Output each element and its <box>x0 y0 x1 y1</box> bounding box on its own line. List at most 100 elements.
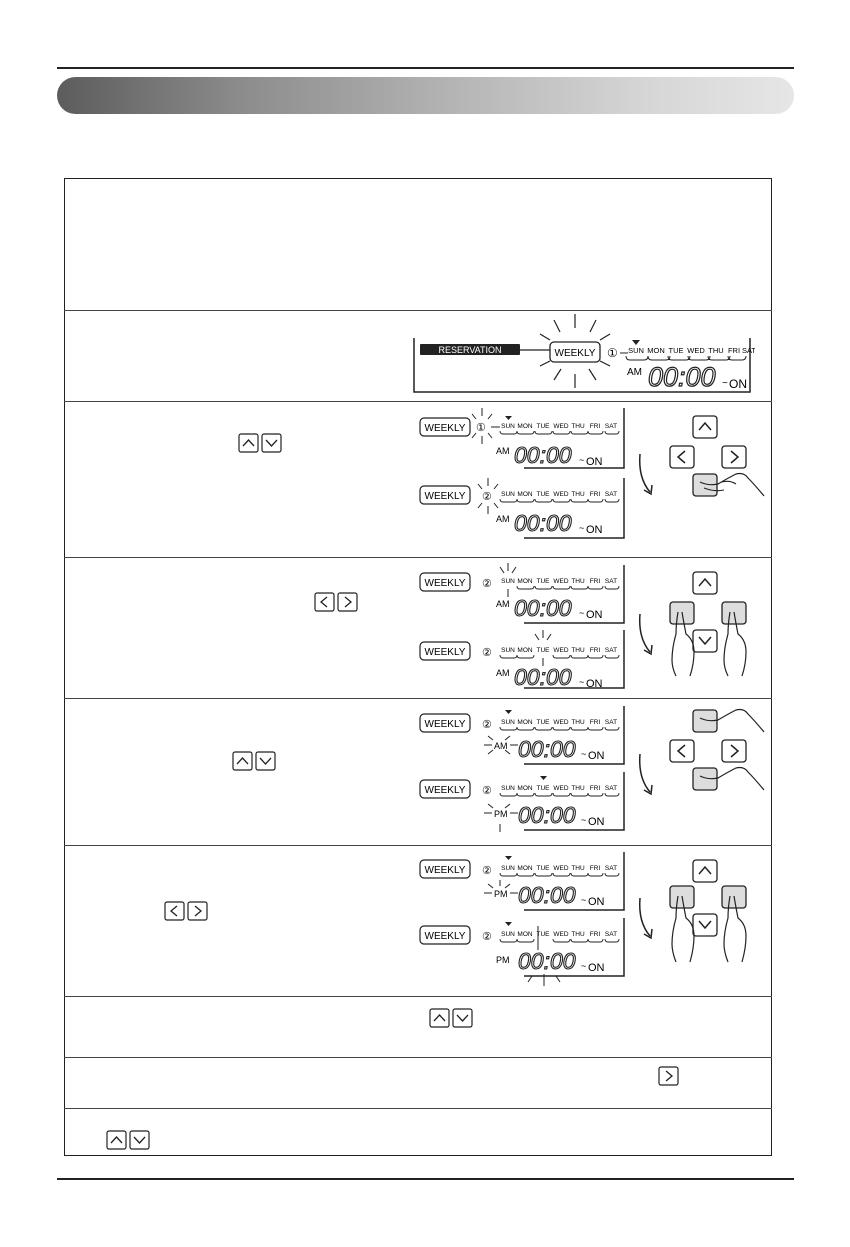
svg-text:WED: WED <box>553 719 568 726</box>
lcd-slot2-display: WEEKLY ② SUN MON TUE WED THU FRI SAT AM … <box>419 478 625 539</box>
svg-text:ON: ON <box>588 750 605 762</box>
svg-text:AM: AM <box>496 599 510 609</box>
lcd-pm-hour-display: WEEKLY ② SUN MON TUE WED THU FRI SAT PM … <box>419 852 625 911</box>
svg-text:THU: THU <box>571 865 585 872</box>
svg-text:~: ~ <box>581 961 586 971</box>
svg-text:FRI: FRI <box>590 719 601 726</box>
svg-text:TUE: TUE <box>537 719 551 726</box>
day-fri: FRI <box>728 346 740 355</box>
svg-text:SUN: SUN <box>501 785 515 792</box>
svg-text:MON: MON <box>517 491 532 498</box>
pm-indicator: PM <box>494 809 508 819</box>
svg-text:SAT: SAT <box>605 865 617 872</box>
svg-text:SUN: SUN <box>501 491 515 498</box>
svg-text:WED: WED <box>553 931 568 938</box>
svg-text:SAT: SAT <box>605 931 617 938</box>
svg-text:~: ~ <box>722 378 728 389</box>
svg-text:~: ~ <box>579 455 584 465</box>
svg-text:WED: WED <box>553 491 568 498</box>
curved-arrow-icon <box>638 753 653 796</box>
section-header-bar <box>57 77 794 114</box>
svg-text:②: ② <box>482 647 492 659</box>
left-right-buttons-icon <box>314 592 358 612</box>
svg-text:TUE: TUE <box>537 491 551 498</box>
lcd-am-select-display: WEEKLY ② SUN MON TUE WED THU FRI SAT AM … <box>419 706 625 765</box>
curved-arrow-icon <box>638 897 653 940</box>
svg-text:THU: THU <box>571 423 585 430</box>
svg-text:PM: PM <box>496 955 510 965</box>
time-digits: 00:00 <box>648 362 716 392</box>
weekly-label: WEEKLY <box>555 348 596 359</box>
day-mon: MON <box>647 346 665 355</box>
svg-text:SUN: SUN <box>501 865 515 872</box>
svg-text:00:00: 00:00 <box>518 882 576 908</box>
day-tue: TUE <box>669 346 684 355</box>
svg-text:~: ~ <box>581 815 586 825</box>
up-down-buttons-icon <box>238 433 282 453</box>
svg-text:SAT: SAT <box>605 785 617 792</box>
svg-text:SUN: SUN <box>501 423 515 430</box>
svg-text:TUE: TUE <box>537 423 551 430</box>
svg-text:PM: PM <box>494 889 508 899</box>
svg-text:THU: THU <box>571 719 585 726</box>
svg-text:FRI: FRI <box>590 785 601 792</box>
svg-text:ON: ON <box>588 816 605 828</box>
svg-text:TUE: TUE <box>537 931 551 938</box>
svg-text:SUN: SUN <box>501 647 515 654</box>
svg-text:FRI: FRI <box>590 423 601 430</box>
row-separator <box>64 996 772 997</box>
svg-text:MON: MON <box>517 865 532 872</box>
svg-text:AM: AM <box>496 446 510 456</box>
svg-text:TUE: TUE <box>537 578 551 585</box>
left-right-buttons-icon <box>164 901 208 921</box>
svg-text:WED: WED <box>553 865 568 872</box>
day-thu: THU <box>708 346 723 355</box>
svg-text:~: ~ <box>579 608 584 618</box>
svg-text:ON: ON <box>588 896 605 908</box>
svg-text:WED: WED <box>553 578 568 585</box>
lcd-tue-select-display: WEEKLY ② SUN MON TUE WED THU FRI SAT AM … <box>419 630 625 691</box>
svg-text:~: ~ <box>581 895 586 905</box>
svg-text:①: ① <box>476 422 486 434</box>
svg-text:00:00: 00:00 <box>514 664 572 690</box>
row-separator <box>64 845 772 846</box>
svg-text:MON: MON <box>517 719 532 726</box>
row-separator <box>64 310 772 311</box>
svg-text:ON: ON <box>586 678 603 690</box>
svg-text:②: ② <box>482 578 492 590</box>
top-rule <box>57 67 794 69</box>
svg-text:TUE: TUE <box>537 865 551 872</box>
svg-text:~: ~ <box>579 677 584 687</box>
svg-text:ON: ON <box>586 609 603 621</box>
up-down-buttons-icon <box>232 751 276 771</box>
svg-text:WED: WED <box>553 423 568 430</box>
svg-text:②: ② <box>482 719 492 731</box>
svg-text:TUE: TUE <box>537 647 551 654</box>
instruction-table <box>64 178 772 1156</box>
svg-text:ON: ON <box>586 456 603 468</box>
svg-text:00:00: 00:00 <box>518 948 576 974</box>
up-down-buttons-icon <box>429 1008 473 1028</box>
svg-text:THU: THU <box>571 931 585 938</box>
svg-text:MON: MON <box>517 931 532 938</box>
direction-pad-up-down-press <box>669 708 765 791</box>
curved-arrow-icon <box>638 613 653 656</box>
svg-text:00:00: 00:00 <box>514 595 572 621</box>
svg-text:WED: WED <box>553 785 568 792</box>
lcd-sun-select-display: WEEKLY ② SUN MON TUE WED THU FRI SAT AM … <box>419 563 625 624</box>
svg-text:WEEKLY: WEEKLY <box>425 491 466 502</box>
slot-number: ① <box>607 346 618 360</box>
svg-text:~: ~ <box>581 749 586 759</box>
svg-text:THU: THU <box>571 647 585 654</box>
up-down-buttons-icon <box>106 1130 150 1150</box>
reservation-label: RESERVATION <box>438 345 501 355</box>
on-indicator: ON <box>729 377 747 391</box>
svg-text:THU: THU <box>571 491 585 498</box>
svg-text:00:00: 00:00 <box>518 736 576 762</box>
svg-text:②: ② <box>482 785 492 797</box>
svg-text:SAT: SAT <box>605 423 617 430</box>
svg-text:SUN: SUN <box>501 578 515 585</box>
direction-pad-left-right-press <box>669 859 747 963</box>
svg-text:SAT: SAT <box>605 719 617 726</box>
day-wed: WED <box>687 346 705 355</box>
